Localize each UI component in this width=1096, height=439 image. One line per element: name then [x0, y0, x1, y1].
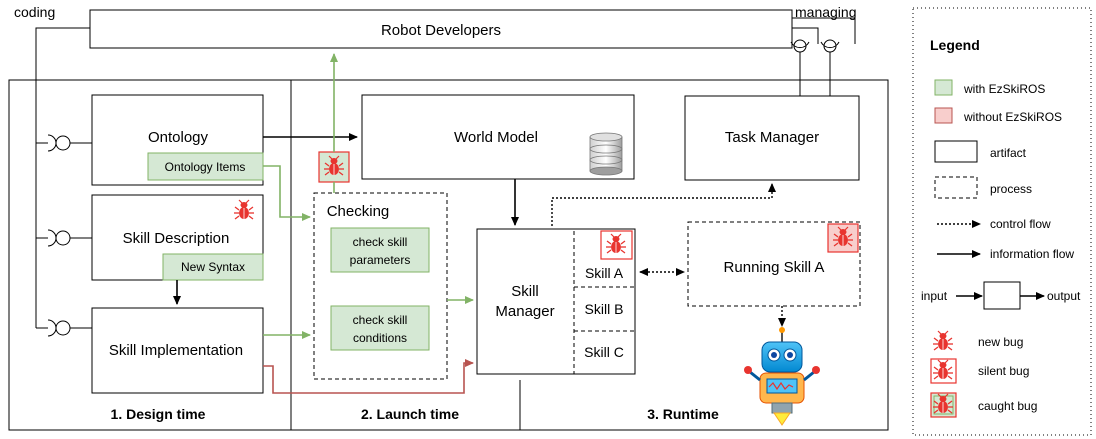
legend-artifact-swatch — [934, 140, 978, 163]
skill-manager-to-task-manager-arrow — [551, 183, 776, 226]
legend-new-bug-label: new bug — [978, 335, 1023, 349]
implementation-to-skill-manager-red-arrow — [263, 359, 474, 394]
phase-launch-label: 2. Launch time — [361, 406, 459, 422]
legend-box — [912, 7, 1092, 436]
managing-line-1 — [792, 27, 819, 44]
ontology-socket — [36, 134, 92, 152]
legend-new-bug-icon — [932, 330, 954, 351]
check-skill-parameters-label-2: parameters — [350, 253, 411, 267]
new-syntax-box — [162, 253, 264, 281]
robot-developers-box — [89, 9, 793, 49]
skill-manager-label-2: Manager — [495, 303, 554, 320]
check-skill-conditions-box — [330, 305, 430, 351]
legend-without-swatch — [934, 107, 953, 124]
skill-c-label: Skill C — [584, 344, 624, 360]
coding-line — [35, 27, 90, 328]
coding-label: coding — [14, 4, 55, 20]
legend-process-swatch — [934, 176, 978, 199]
legend-caught-bug-label: caught bug — [978, 399, 1037, 413]
task-manager-box — [684, 95, 860, 181]
legend-without-label: without EzSkiROS — [963, 110, 1062, 124]
checking-label: Checking — [327, 203, 390, 220]
ontology-items-box — [147, 152, 264, 181]
legend-silent-bug-label: silent bug — [978, 364, 1029, 378]
new-syntax-label: New Syntax — [181, 260, 245, 274]
legend-caught-bug-icon — [930, 392, 957, 418]
managing-line-2 — [792, 17, 856, 44]
world-model-label: World Model — [454, 129, 538, 146]
task-manager-label: Task Manager — [725, 129, 819, 146]
phase-runtime-label: 3. Runtime — [647, 406, 719, 422]
legend-with-swatch — [934, 79, 953, 96]
check-skill-parameters-label-1: check skill — [353, 235, 408, 249]
caught-bug-icon — [318, 151, 350, 183]
legend-silent-bug-icon — [930, 358, 957, 384]
legend-artifact-label: artifact — [990, 146, 1027, 160]
world-model-box — [361, 94, 635, 180]
check-skill-conditions-label-1: check skill — [353, 313, 408, 327]
skill-b-label: Skill B — [585, 301, 624, 317]
checking-box — [313, 192, 448, 380]
legend-with-label: with EzSkiROS — [963, 82, 1045, 96]
task-manager-socket — [790, 39, 840, 96]
robot-icon — [744, 327, 820, 426]
robot-developers-label: Robot Developers — [381, 22, 501, 39]
ontology-items-label: Ontology Items — [165, 160, 246, 174]
database-icon — [589, 132, 623, 176]
check-skill-parameters-box — [330, 227, 430, 273]
legend-control-flow-label: control flow — [990, 217, 1051, 231]
skill-manager-label-1: Skill — [511, 283, 539, 300]
silent-bug-running-icon — [827, 223, 859, 253]
skill-description-label: Skill Description — [123, 230, 230, 247]
check-skill-conditions-label-2: conditions — [353, 331, 407, 345]
skill-implementation-box — [91, 307, 264, 394]
legend-process-label: process — [990, 182, 1032, 196]
skill-implementation-label: Skill Implementation — [109, 342, 243, 359]
ontology-label: Ontology — [148, 129, 209, 146]
legend-title: Legend — [930, 37, 980, 53]
running-skill-a-label: Running Skill A — [724, 259, 825, 276]
legend-io-box — [983, 281, 1021, 310]
skill-a-label: Skill A — [585, 265, 624, 281]
skills-column — [573, 228, 636, 375]
skill-description-socket — [36, 229, 92, 247]
phases-frame — [8, 79, 889, 431]
skill-implementation-socket — [36, 319, 92, 337]
legend-input-label: input — [921, 289, 948, 303]
managing-label: managing — [795, 4, 857, 20]
phase-design-label: 1. Design time — [111, 406, 206, 422]
silent-bug-skill-a-icon — [600, 230, 633, 260]
ontology-items-to-checking-arrow — [263, 165, 311, 221]
legend-information-flow-label: information flow — [990, 247, 1074, 261]
legend-output-label: output — [1047, 289, 1081, 303]
